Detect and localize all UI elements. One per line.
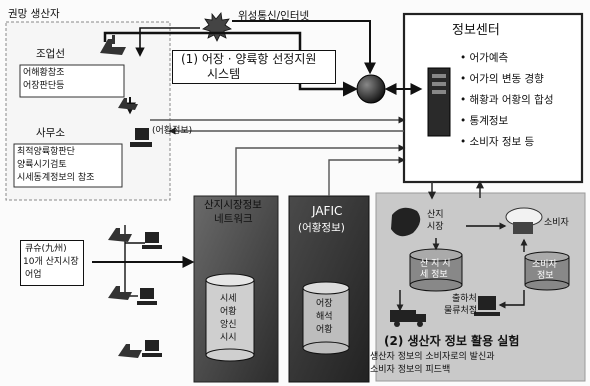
fishing-ship-box [19,64,125,98]
jafic-to-center-line [328,156,406,196]
shipping-label: 물류처점 [444,306,478,316]
network-to-center-line [235,144,406,196]
kyushu-boat-icon-3 [118,344,142,358]
network-hub-icon [356,74,386,104]
jafic-database-icon [302,281,350,355]
network-title-line: 네트워크 [214,213,253,225]
fishing-boat-icon-2 [118,98,138,110]
shipping-computer-icon [474,296,500,316]
jafic-db-line: 해석 [316,312,333,322]
fishing-ship-title: 조업선 [36,48,65,60]
info-center-item: • 통계정보 [460,115,509,127]
info-center-item: • 소비자 정보 등 [460,136,535,148]
shipping-label: 출하처 [452,294,477,304]
network-db-line: 시세 [220,294,237,304]
network-title-line: 산지시장정보 [204,199,262,211]
consumer-info-db-icon [524,251,570,291]
experiment-title: (2) 생산자 정보 활용 실험 [384,334,520,348]
ship-to-hub-arrow [103,31,358,97]
producer-region-title: 권망 생산자 [8,8,60,20]
experiment-caption: 생산자 정보의 소비자로의 발신과 [370,352,495,362]
network-db-line: 어황 [220,307,237,317]
office-box [13,143,123,188]
system-label-box: (1) 어장 · 양륙항 선정지원 시스템 [172,50,336,84]
fishing-ship-item: 어해황참조 [23,68,65,78]
market-label: 산지 [427,210,444,220]
catch-info-label: (어황정보) [152,126,193,136]
market-icon [391,207,421,237]
kyushu-computer-icon-2 [137,288,157,305]
delivery-truck-icon [390,310,426,327]
info-center-item: • 어가예측 [460,52,509,64]
jafic-db-line: 어황 [316,325,333,335]
satellite-icon [202,12,232,42]
kyushu-boat-icon-2 [108,286,132,300]
fishing-boat-icon-1 [100,35,126,55]
jafic-db-line: 어장 [316,299,333,309]
fishing-ship-item: 어장판단등 [23,81,65,91]
kyushu-line: 10개 산지시장 [23,257,79,267]
kyushu-computer-icon-1 [142,232,162,249]
consumer-to-shipping-arrow [498,290,525,309]
office-item: 최적양륙항판단 [17,147,75,157]
jafic-title-line: (어황정보) [298,222,345,234]
kyushu-line: 큐슈(九州) [25,244,67,254]
info-center-item: • 해황과 어황의 합성 [460,94,554,106]
consumer-db-line: 소비자 [532,260,557,270]
satellite-to-hub-line [232,20,376,75]
system-label-line: (1) 어장 · 양륙항 선정지원 [181,52,317,66]
satellite-label: 위성통신/인터넷 [238,10,310,22]
info-center-item: • 어가의 변동 경향 [460,73,544,85]
system-label-line: 시스템 [207,67,241,81]
satellite-to-ship-line [135,27,200,57]
consumer-db-line: 정보 [537,271,554,281]
market-db-line: 산 지 시 [420,259,451,269]
network-db-line: 시시 [220,333,237,343]
market-label: 시장 [427,222,444,232]
market-db-line: 세 정보 [420,270,448,280]
kyushu-line: 어업 [25,270,42,280]
office-item: 시세동계정보의 참조 [17,173,95,183]
network-db-line: 앙신 [220,320,237,330]
network-database-icon [205,273,255,362]
office-computer-icon [130,128,152,147]
consumer-label: 소비자 [544,218,569,228]
consumer-cloud-icon [505,207,543,234]
kyushu-computer-icon-3 [142,340,162,357]
experiment-caption: 소비자 정보의 피드백 [370,365,451,375]
office-item: 양륙시기검토 [17,160,67,170]
info-center-title: 정보센터 [452,23,500,38]
server-tower-icon [427,67,451,137]
kyushu-box: 큐슈(九州) 10개 산지시장 어업 [20,240,84,286]
kyushu-boat-icon-1 [108,228,132,242]
market-price-db-icon [409,248,463,292]
jafic-title-line: JAFIC [312,204,343,218]
office-title: 사무소 [36,127,65,139]
